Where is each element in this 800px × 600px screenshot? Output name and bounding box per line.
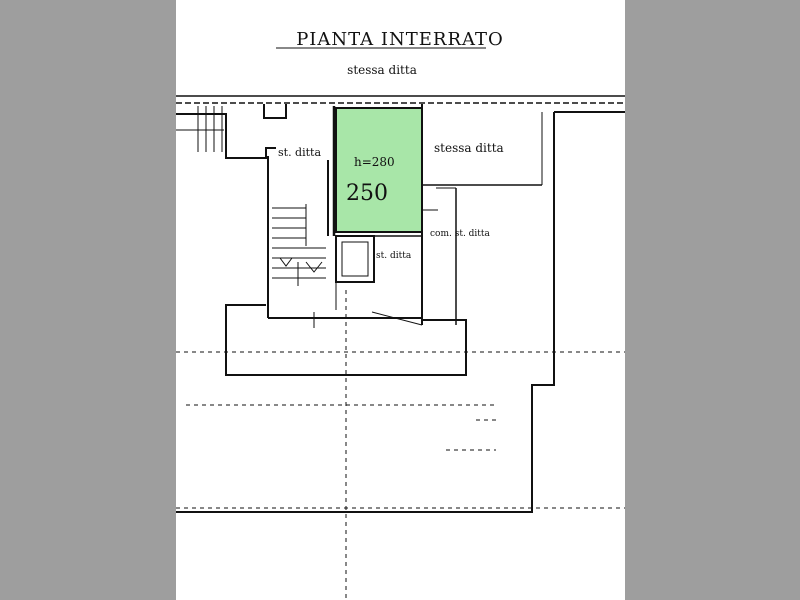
floor-plan-sheet: PIANTA INTERRATO stessa ditta st. ditta … bbox=[176, 0, 625, 600]
right-neighbor-label: stessa ditta bbox=[434, 141, 504, 155]
plan-subtitle: stessa ditta bbox=[347, 63, 417, 77]
plan-labels: PIANTA INTERRATO stessa ditta st. ditta … bbox=[276, 29, 504, 261]
left-neighbor-wall bbox=[176, 113, 276, 159]
height-label: h=280 bbox=[354, 155, 395, 169]
outer-building-wall bbox=[176, 112, 555, 513]
lower-room-wall bbox=[225, 304, 467, 376]
small-room-label: st. ditta bbox=[376, 251, 412, 261]
small-room bbox=[335, 235, 375, 283]
unit-number-label: 250 bbox=[346, 181, 388, 206]
highlighted-unit bbox=[334, 107, 423, 233]
floor-plan-drawing bbox=[176, 95, 625, 600]
staircase bbox=[272, 204, 326, 286]
plan-title: PIANTA INTERRATO bbox=[296, 29, 504, 50]
common-area-label: com. st. ditta bbox=[430, 229, 491, 239]
left-neighbor-label: st. ditta bbox=[278, 146, 321, 159]
